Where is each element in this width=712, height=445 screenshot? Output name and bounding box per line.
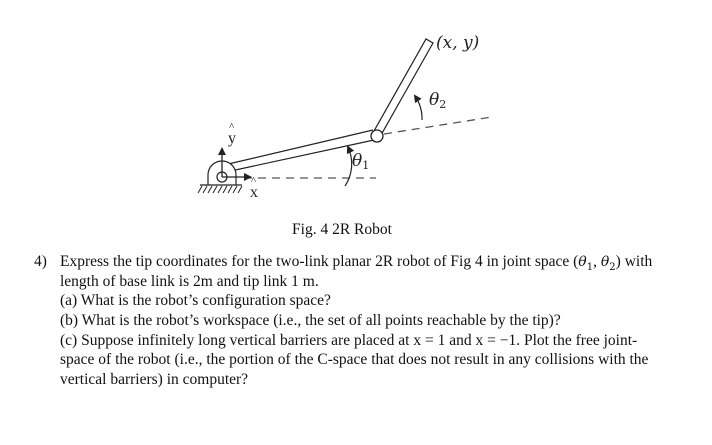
part-a: (a) What is the robot’s configuration sp…	[60, 292, 331, 310]
problem-number: 4)	[34, 253, 47, 270]
elbow-joint	[370, 129, 384, 143]
x-axis-label: x	[250, 176, 258, 201]
y-axis-label: y	[228, 122, 236, 147]
link1-extension-dashed-line	[383, 116, 493, 135]
problem-intro-line-2: length of base link is 2m and tip link 1…	[60, 272, 319, 290]
robot-figure: y x θ1 θ2 (x, y)	[0, 0, 712, 215]
part-c-line-3: vertical barriers) in computer?	[60, 371, 249, 389]
theta1-arc-arrow	[344, 145, 355, 187]
figure-caption: Fig. 4 2R Robot	[292, 221, 392, 238]
problem-intro-line-1: Express the tip coordinates for the two-…	[60, 253, 653, 273]
robot-diagram	[197, 38, 493, 194]
theta1-symbol: θ1	[578, 254, 594, 273]
theta2-symbol: θ2	[600, 254, 616, 273]
link-2	[373, 38, 434, 136]
part-b: (b) What is the robot’s workspace (i.e.,…	[60, 312, 561, 330]
theta1-label: θ1	[352, 151, 370, 172]
theta2-arc-arrow	[413, 94, 423, 121]
problem-4: 4) Express the tip coordinates for the t…	[34, 252, 674, 390]
theta2-label: θ2	[429, 90, 447, 111]
part-c-line-2: space of the robot (i.e., the portion of…	[60, 351, 649, 369]
part-c-line-1: (c) Suppose infinitely long vertical bar…	[60, 331, 638, 349]
tip-coordinates-label: (x, y)	[436, 33, 480, 53]
